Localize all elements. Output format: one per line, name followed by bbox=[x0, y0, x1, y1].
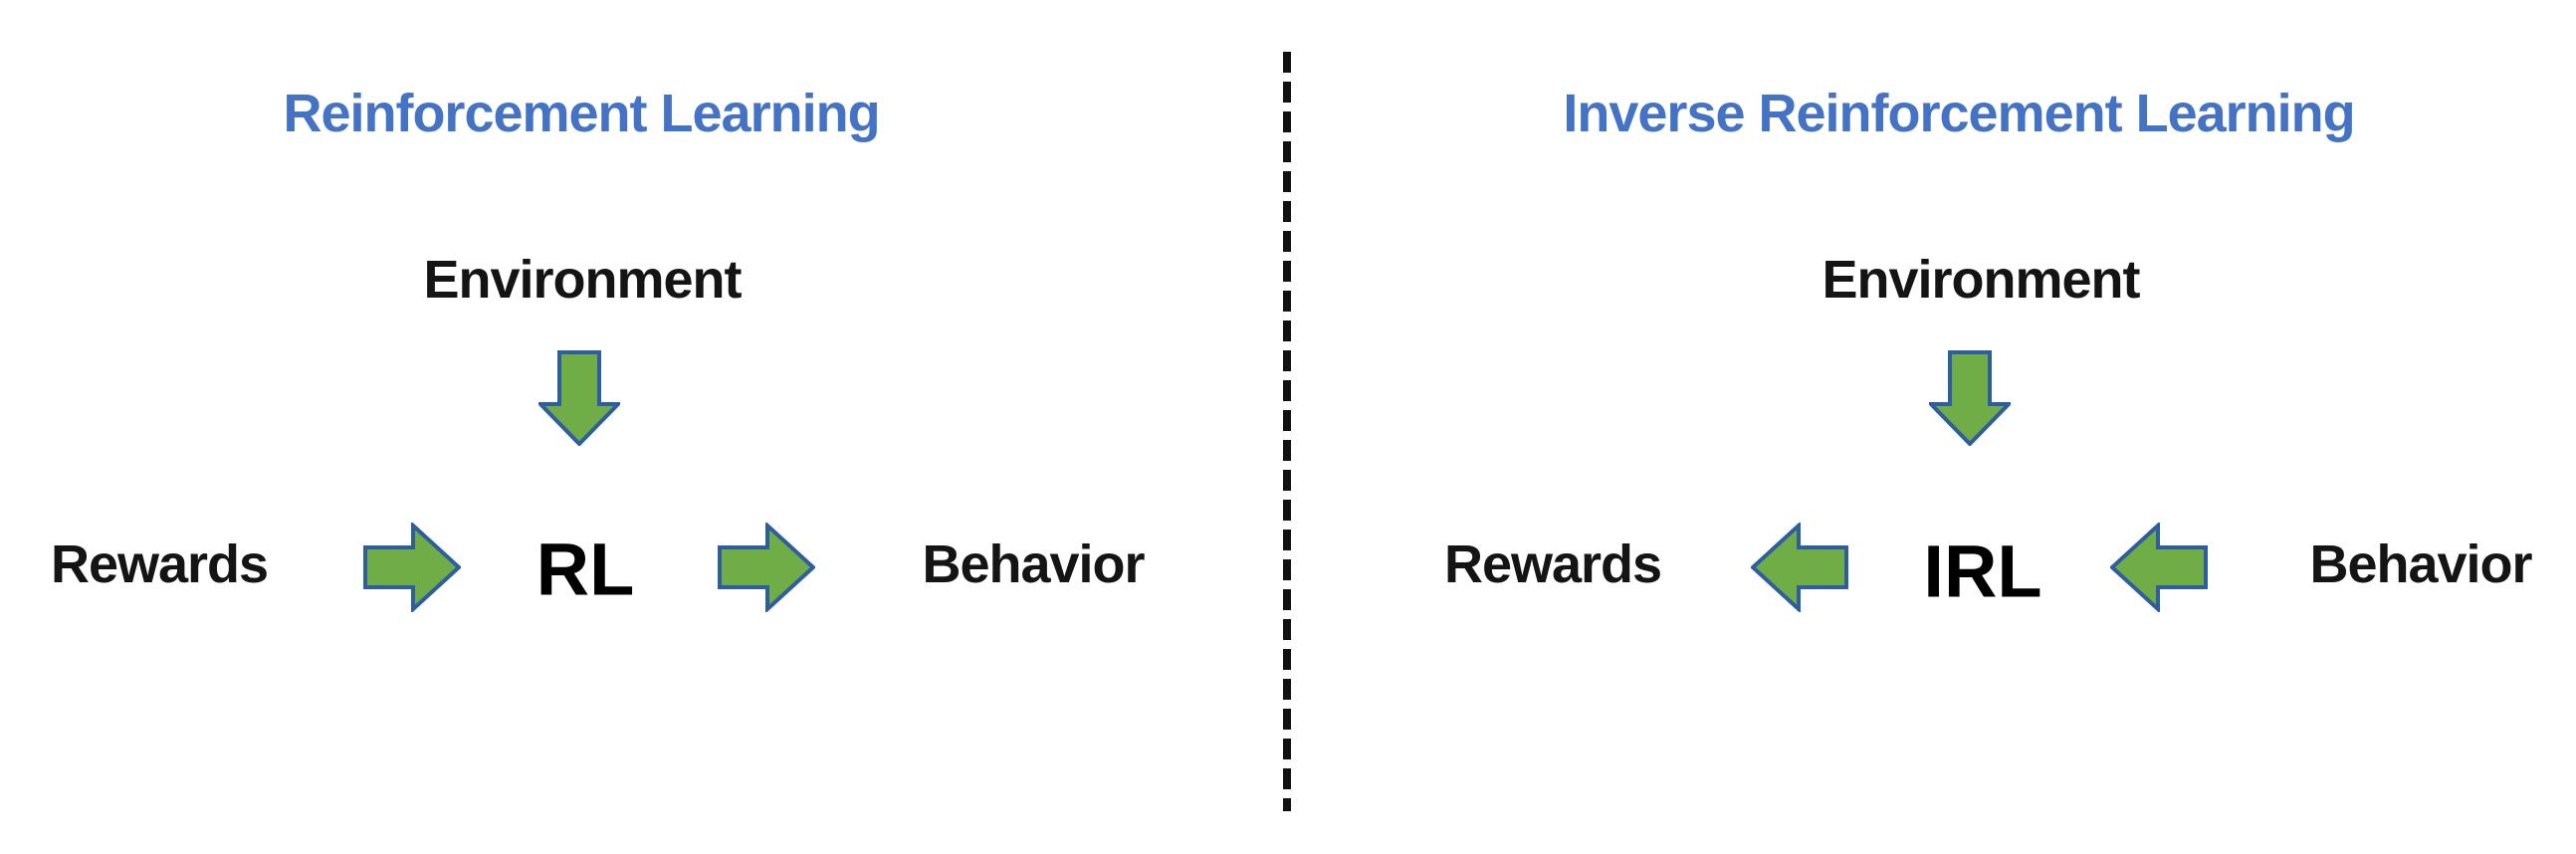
rl-panel-title: Reinforcement Learning bbox=[283, 84, 880, 143]
irl-left-arrow-icon-2 bbox=[2110, 523, 2208, 612]
rl-rewards-label: Rewards bbox=[50, 534, 269, 594]
rl-environment-label: Environment bbox=[423, 250, 742, 310]
rl-right-arrow-icon-1 bbox=[363, 523, 461, 612]
panel-divider-dashed-line bbox=[1283, 52, 1291, 811]
rl-right-arrow-icon-2 bbox=[718, 523, 815, 612]
irl-environment-label: Environment bbox=[1822, 250, 2140, 310]
irl-core-label: IRL bbox=[1923, 530, 2042, 613]
irl-behavior-label: Behavior bbox=[2309, 534, 2532, 594]
rl-down-arrow-icon bbox=[538, 350, 620, 446]
irl-panel-title: Inverse Reinforcement Learning bbox=[1563, 84, 2355, 143]
irl-rewards-label: Rewards bbox=[1443, 534, 1662, 594]
rl-behavior-label: Behavior bbox=[922, 534, 1145, 594]
irl-left-arrow-icon-1 bbox=[1751, 523, 1848, 612]
rl-core-label: RL bbox=[536, 528, 635, 611]
irl-down-arrow-icon bbox=[1929, 350, 2011, 446]
